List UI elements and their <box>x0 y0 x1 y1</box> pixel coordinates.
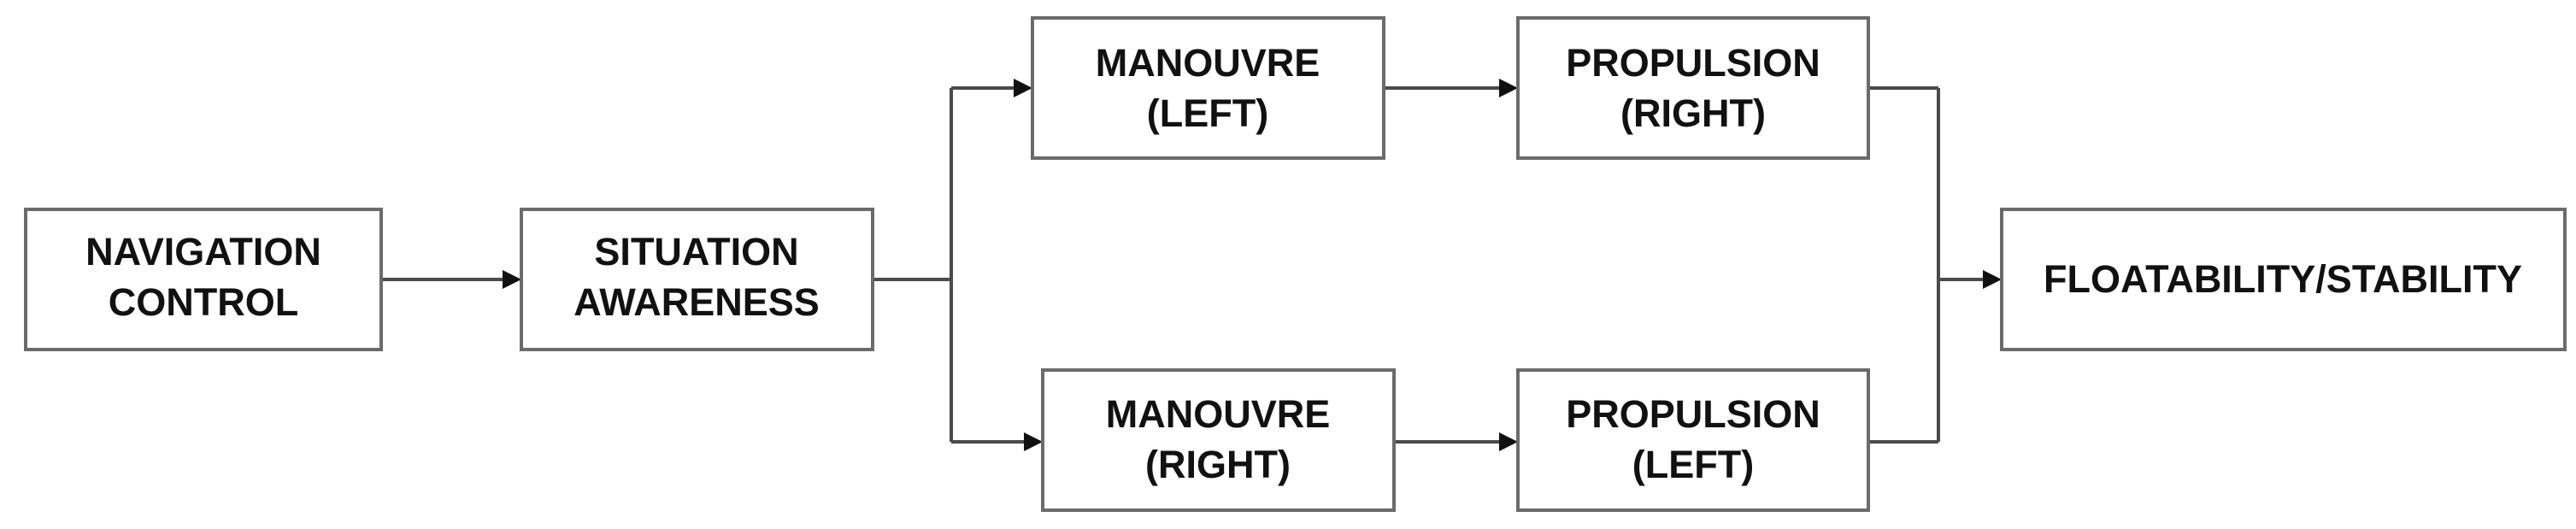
node-label-line1: PROPULSION <box>1566 41 1820 85</box>
node-propulsion-right: PROPULSION (RIGHT) <box>1516 16 1870 160</box>
node-label-line1: PROPULSION <box>1566 392 1820 436</box>
edge-manouvre-left-to-propulsion-right <box>1384 79 1518 97</box>
edge-situation-trunk <box>873 88 953 442</box>
node-propulsion-left: PROPULSION (LEFT) <box>1516 368 1870 512</box>
node-label-line2: (RIGHT) <box>1620 91 1766 135</box>
node-label: FLOATABILITY/STABILITY <box>2044 257 2522 301</box>
edge-propulsions-to-floatability <box>1868 86 2002 444</box>
node-navigation-control: NAVIGATION CONTROL <box>24 208 383 351</box>
node-label-line1: MANOUVRE <box>1106 392 1331 436</box>
node-label-line2: (RIGHT) <box>1145 443 1291 486</box>
node-label-line2: CONTROL <box>109 280 298 324</box>
node-label-line2: AWARENESS <box>573 280 820 324</box>
node-manouvre-right: MANOUVRE (RIGHT) <box>1041 368 1396 512</box>
edge-situation-to-manouvre-right <box>951 432 1043 451</box>
node-label-line1: SITUATION <box>594 230 798 273</box>
node-label-line1: NAVIGATION <box>85 230 321 273</box>
node-label-line2: (LEFT) <box>1147 91 1268 135</box>
node-floatability-stability: FLOATABILITY/STABILITY <box>2000 208 2567 351</box>
edge-navigation-to-situation <box>381 270 521 289</box>
node-manouvre-left: MANOUVRE (LEFT) <box>1031 16 1385 160</box>
node-label-line1: MANOUVRE <box>1096 41 1320 85</box>
edge-manouvre-right-to-propulsion-left <box>1394 432 1518 451</box>
node-label-line2: (LEFT) <box>1632 443 1754 486</box>
edge-situation-to-manouvre-left <box>951 79 1032 97</box>
node-situation-awareness: SITUATION AWARENESS <box>520 208 874 351</box>
